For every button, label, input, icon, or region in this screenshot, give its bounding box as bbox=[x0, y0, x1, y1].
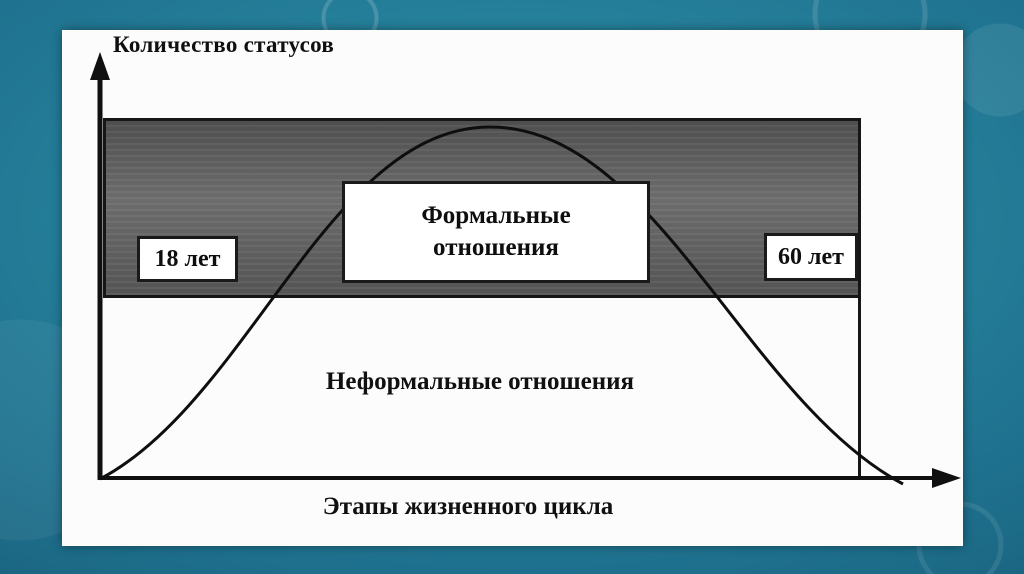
age-18-box: 18 лет bbox=[137, 236, 238, 282]
informal-relations-label: Неформальные отношения bbox=[325, 368, 635, 395]
lifecycle-curve bbox=[99, 125, 904, 486]
formal-relations-box: Формальные отношения bbox=[342, 181, 650, 283]
age-60-label: 60 лет bbox=[778, 243, 844, 270]
y-axis-arrow bbox=[90, 52, 110, 80]
y-axis-label: Количество статусов bbox=[113, 32, 335, 57]
age-18-label: 18 лет bbox=[154, 245, 221, 272]
formal-relations-label: Формальные отношения bbox=[421, 201, 571, 262]
x-axis-label: Этапы жизненного цикла bbox=[322, 493, 614, 520]
age-60-box: 60 лет bbox=[764, 233, 858, 281]
x-axis-arrow bbox=[932, 468, 961, 488]
band-right-border bbox=[858, 298, 861, 478]
